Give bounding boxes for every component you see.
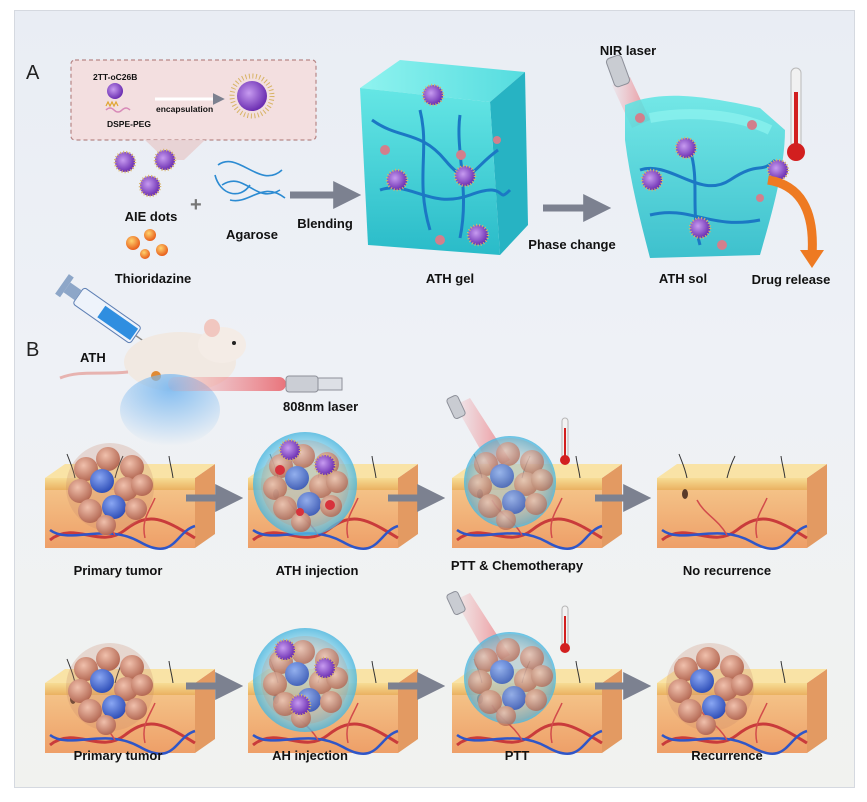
ath-sol-cube (625, 95, 790, 258)
ath-gel-label: ATH gel (425, 271, 475, 286)
row2-stage-1: Primary tumor (73, 748, 163, 763)
drug-release-arrow (767, 175, 817, 256)
panel-b-letter: B (26, 339, 40, 361)
agarose-label: Agarose (225, 227, 279, 242)
row2-stage-4: Recurrence (691, 748, 763, 763)
encapsulation-label: encapsulation (156, 104, 214, 114)
agarose-strands (214, 160, 286, 202)
row1-stage-4: No recurrence (682, 563, 772, 578)
molecule-sphere-icon (107, 83, 123, 99)
skin-no-recurrence (655, 452, 829, 551)
molecule-label: 2TT-oC26B (93, 72, 138, 82)
plus-sign: + (190, 194, 202, 216)
thioridazine-label: Thioridazine (114, 271, 192, 286)
aie-nanoparticle-icon (229, 73, 275, 119)
ath-gel-cube (360, 60, 528, 255)
injection-glow (120, 374, 220, 446)
ath-sol-label: ATH sol (658, 271, 708, 286)
row1-stage-3: PTT & Chemotherapy (450, 558, 584, 573)
phase-change-label: Phase change (528, 237, 616, 252)
nir-laser-label: NIR laser (599, 43, 657, 58)
drug-release-label: Drug release (751, 272, 831, 287)
laser-808-label: 808nm laser (283, 399, 359, 414)
ptt-only-tumor (446, 590, 570, 726)
inset-funnel (145, 140, 205, 160)
panel-a: + (70, 54, 824, 268)
aie-dots-cluster (113, 148, 177, 198)
ath-gel-tumor (253, 432, 357, 536)
thioridazine-drops (126, 229, 168, 259)
row2-stage-2: AH injection (272, 748, 348, 763)
thermometer-icon (787, 67, 805, 161)
panel-a-letter: A (26, 62, 40, 84)
polymer-label: DSPE-PEG (107, 119, 151, 129)
polymer-strand-icon (105, 107, 131, 113)
row1-stage-1: Primary tumor (73, 563, 163, 578)
row2-stage-3: PTT (504, 748, 530, 763)
process-arrows (186, 484, 652, 700)
panel-b (43, 274, 829, 756)
ath-syringe-label: ATH (80, 350, 106, 365)
aie-dots-label: AIE dots (124, 209, 178, 224)
laser-808-icon (168, 375, 343, 393)
ah-gel-tumor (253, 628, 357, 732)
ptt-chemo-tumor (446, 394, 570, 530)
blending-label: Blending (297, 216, 353, 231)
row1-stage-2: ATH injection (275, 563, 359, 578)
